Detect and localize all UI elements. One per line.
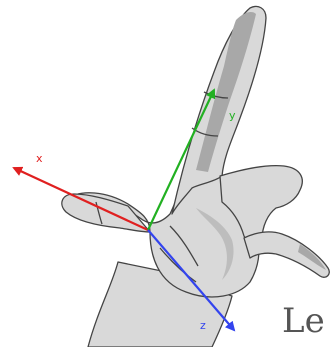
hand-illustration <box>62 6 329 347</box>
partial-heading-text: Le <box>282 304 325 338</box>
curled-finger <box>244 232 329 277</box>
x-axis-label: x <box>36 152 43 165</box>
z-axis-label: z <box>200 319 206 332</box>
y-axis-label: y <box>229 109 236 122</box>
